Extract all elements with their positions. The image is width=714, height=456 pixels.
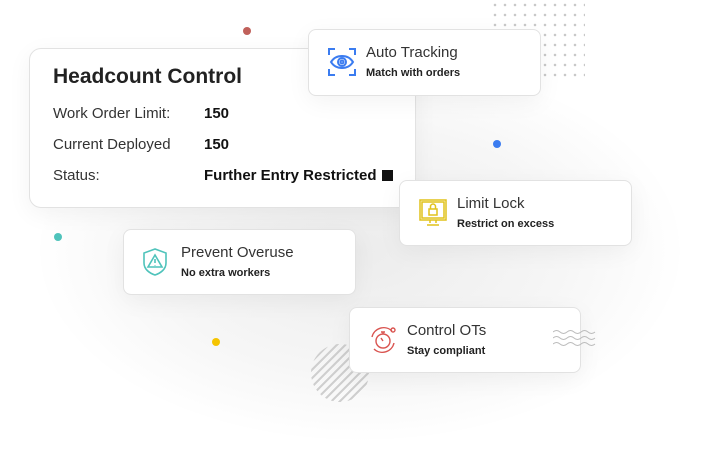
work-order-limit-row: Work Order Limit: 150	[53, 105, 229, 122]
feature-card-control-ots: Control OTs Stay compliant	[349, 307, 581, 373]
feature-subtitle: Restrict on excess	[457, 218, 555, 230]
feature-subtitle: Stay compliant	[407, 345, 486, 357]
row-value: 150	[204, 136, 230, 153]
feature-title: Auto Tracking	[366, 44, 458, 61]
status-row: Status: Further Entry Restricted	[53, 167, 393, 184]
shield-warning-icon	[143, 248, 167, 276]
feature-subtitle: No extra workers	[181, 267, 271, 279]
feature-title: Control OTs	[407, 322, 487, 339]
feature-card-auto-tracking: Auto Tracking Match with orders	[308, 29, 541, 96]
monitor-lock-icon	[419, 199, 447, 226]
row-value: 150	[204, 105, 230, 122]
feature-subtitle: Match with orders	[366, 67, 461, 79]
feature-title: Limit Lock	[457, 195, 525, 212]
row-label: Work Order Limit:	[53, 105, 171, 122]
red-dot-decoration	[243, 27, 251, 35]
feature-card-limit-lock: Limit Lock Restrict on excess	[399, 180, 632, 246]
eye-scan-icon	[328, 48, 356, 76]
wave-lines-decoration	[553, 330, 596, 346]
status-square-icon	[381, 170, 393, 181]
row-label: Current Deployed	[53, 136, 171, 153]
status-text: Further Entry Restricted	[204, 167, 377, 184]
status-value: Further Entry Restricted	[204, 167, 393, 184]
feature-card-prevent-overuse: Prevent Overuse No extra workers	[123, 229, 356, 295]
row-label: Status:	[53, 167, 100, 184]
current-deployed-row: Current Deployed 150	[53, 136, 229, 153]
teal-dot-decoration	[54, 233, 62, 241]
card-title: Headcount Control	[53, 65, 242, 88]
blue-dot-decoration	[493, 140, 501, 148]
feature-title: Prevent Overuse	[181, 244, 294, 261]
stopwatch-icon	[371, 326, 396, 354]
yellow-dot-decoration	[212, 338, 220, 346]
